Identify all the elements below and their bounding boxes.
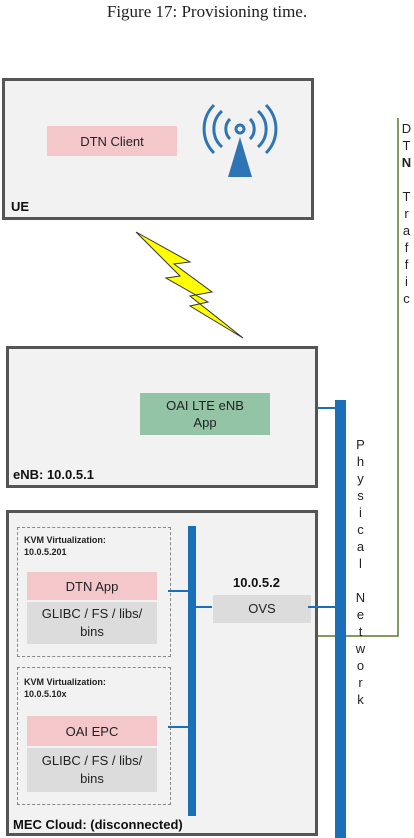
dtn-client-block: DTN Client [47, 126, 177, 156]
physical-network-bar [335, 400, 346, 838]
dt-char [400, 171, 414, 188]
dtn-app-block: DTN App [27, 572, 157, 600]
ue-label: UE [11, 199, 30, 214]
pn-char: s [357, 488, 365, 503]
enb-network-link [318, 407, 335, 409]
oai-epc-block: OAI EPC [27, 716, 157, 746]
enb-app-line2: App [193, 415, 217, 430]
dtn-traffic-label: D T N T r a f f i c [400, 120, 414, 307]
ue-antenna-icon [202, 103, 278, 177]
pn-char: r [358, 675, 364, 690]
vm1-title: KVM Virtualization: 10.0.5.201 [24, 534, 106, 558]
vm2-box: KVM Virtualization: 10.0.5.10x OAI EPC G… [17, 667, 171, 805]
mec-label: MEC Cloud: (disconnected) [13, 817, 183, 832]
enb-app-line1: OAI LTE eNB [166, 398, 244, 413]
figure-caption: Figure 17: Provisioning time. [106, 2, 308, 21]
mec-box: KVM Virtualization: 10.0.5.201 DTN App G… [6, 510, 318, 836]
vm2-title-line1: KVM Virtualization: [24, 677, 106, 687]
pn-char: t [358, 624, 364, 639]
physical-network-label: P h y s i c a l N e t w o r k [352, 436, 370, 708]
pn-char: l [359, 556, 363, 571]
dt-char: N [401, 155, 413, 170]
ovs-network-link [308, 606, 335, 608]
pn-char [352, 572, 370, 589]
dt-char: a [402, 223, 412, 238]
vm2-libs-line1: GLIBC / FS / libs/ [41, 753, 143, 768]
pn-char: h [356, 454, 366, 469]
vm1-title-line1: KVM Virtualization: [24, 535, 106, 545]
ovs-ip-label: 10.0.5.2 [233, 575, 280, 590]
vm2-libs-line2: bins [80, 771, 104, 786]
pn-char: y [357, 471, 365, 486]
mec-internal-bus [188, 526, 196, 816]
dt-char: i [405, 274, 409, 289]
vm1-title-line2: 10.0.5.201 [24, 547, 67, 557]
vm1-libs-block: GLIBC / FS / libs/ bins [27, 602, 157, 644]
vm1-box: KVM Virtualization: 10.0.5.201 DTN App G… [17, 527, 171, 657]
pn-char: c [357, 522, 365, 537]
lightning-icon [135, 231, 244, 339]
enb-box: OAI LTE eNB App eNB: 10.0.5.1 [6, 346, 318, 488]
dt-char: f [404, 240, 410, 255]
pn-char: a [356, 539, 366, 554]
vm2-libs-block: GLIBC / FS / libs/ bins [27, 748, 157, 792]
vm1-libs-line1: GLIBC / FS / libs/ [41, 606, 143, 621]
dt-char: T [402, 138, 412, 153]
dt-char: c [403, 291, 411, 306]
pn-char: o [356, 658, 366, 673]
dt-char: D [401, 121, 413, 136]
dt-char: f [404, 257, 410, 272]
bus-ovs-link [196, 606, 212, 608]
pn-char: N [355, 590, 367, 605]
pn-char: k [357, 692, 365, 707]
pn-char: w [355, 641, 367, 656]
enb-label: eNB: 10.0.5.1 [13, 467, 94, 482]
pn-char: e [356, 607, 366, 622]
vm2-title: KVM Virtualization: 10.0.5.10x [24, 676, 106, 700]
dt-char: r [404, 206, 410, 221]
vm2-title-line2: 10.0.5.10x [24, 689, 67, 699]
vm1-bus-link [168, 590, 188, 592]
vm1-libs-line2: bins [80, 624, 104, 639]
ovs-block: OVS [213, 595, 311, 623]
dt-char: T [402, 189, 412, 204]
pn-char: P [356, 437, 366, 452]
vm2-bus-link [168, 726, 188, 728]
enb-app-block: OAI LTE eNB App [140, 393, 270, 435]
ue-box: DTN Client UE [2, 78, 314, 220]
pn-char: i [359, 505, 363, 520]
